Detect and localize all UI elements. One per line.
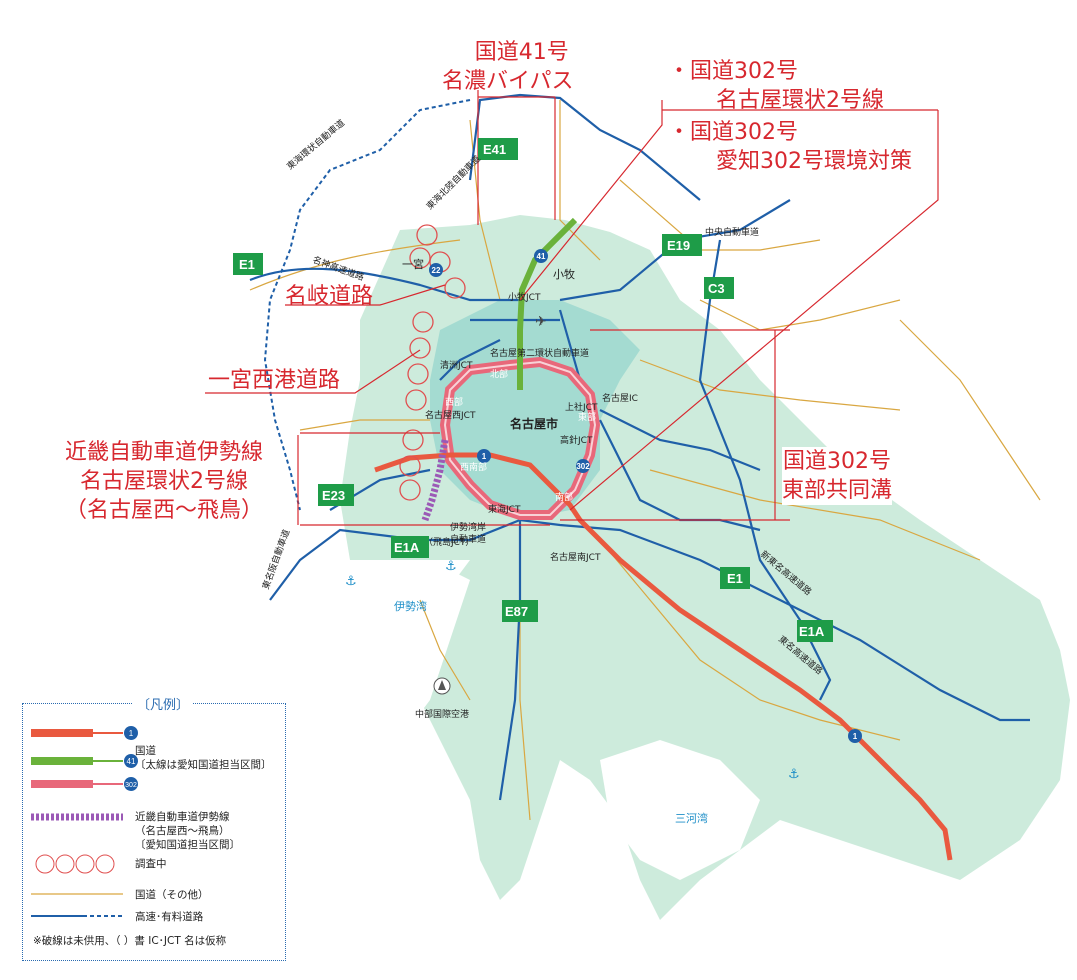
- label-tobishima-jct: （飛島JCT）: [424, 536, 474, 548]
- label-tokai-hokuriku: 東海北陸自動車道: [424, 153, 483, 212]
- callout-meino-line2: 名濃バイパス: [442, 69, 574, 94]
- label-nagoya: 名古屋市: [510, 416, 558, 431]
- label-komaki-jct: 小牧JCT: [508, 291, 541, 303]
- legend-kinki-3: 〔愛知国道担当区間〕: [135, 839, 240, 851]
- shield-r41: 41: [537, 252, 546, 261]
- anchor-icon: ⚓: [788, 767, 800, 782]
- callout-kinki-line2: 名古屋環状2号線: [80, 469, 248, 494]
- shield-e1a-west: E1A: [394, 540, 420, 555]
- shield-r1-east: 1: [853, 732, 858, 741]
- label-kiyosu-jct: 清洲JCT: [440, 359, 473, 371]
- label-nishibu: 西部: [445, 396, 463, 408]
- legend-r1-num: 1: [129, 729, 134, 738]
- airport-plane-icon: ✈: [535, 314, 547, 330]
- label-ichinomiya: 一宮: [402, 257, 424, 271]
- label-nambu: 南部: [555, 491, 573, 503]
- callout-ichinomiya: 一宮西港道路: [208, 366, 340, 395]
- airport-icon: [433, 677, 451, 695]
- legend-kinki-1: 近畿自動車道伊勢線: [135, 811, 230, 823]
- callout-r302b-line1: 国道302号: [668, 118, 912, 147]
- callout-meigi: 名岐道路: [285, 282, 373, 311]
- anchor-icon: ⚓: [345, 574, 357, 589]
- callout-tobu-line2: 東部共同溝: [782, 478, 893, 503]
- label-airport: 中部国際空港: [415, 708, 469, 720]
- legend-r41-num: 41: [127, 757, 136, 766]
- route302-ring-core: [443, 360, 597, 516]
- callout-tobu-line1: 国道302号: [783, 449, 891, 474]
- anchor-icon: ⚓: [445, 559, 457, 574]
- legend-r302-num: 302: [125, 782, 137, 789]
- label-meito-ic: 名古屋IC: [602, 392, 638, 404]
- label-higashimeihan: 東名阪自動車道: [260, 528, 293, 591]
- callout-r302b: 国道302号 愛知302号環境対策: [668, 118, 912, 176]
- callout-kinki-line3: （名古屋西～飛鳥）: [65, 498, 264, 523]
- shield-r22: 22: [432, 266, 441, 275]
- label-kamiyashiro-jct: 上社JCT: [565, 401, 598, 413]
- callout-ichinomiya-text: 一宮西港道路: [208, 368, 341, 393]
- national-route-shields: 22 41 1 302 1: [429, 249, 862, 743]
- mikawa-bay: [600, 740, 760, 880]
- callout-meino: 国道41号 名濃バイパス: [442, 38, 574, 96]
- label-tokai-kanjo: 東海環状自動車道: [284, 117, 347, 172]
- legend-national-road: 国道: [135, 745, 156, 757]
- survey-circles: [399, 224, 466, 501]
- ise-bay: [300, 560, 470, 740]
- callout-r302a-line2: 名古屋環状2号線: [716, 88, 884, 113]
- callout-kinki: 近畿自動車道伊勢線 名古屋環状2号線 （名古屋西～飛鳥）: [65, 438, 263, 525]
- label-tokai-jct: 東海JCT: [488, 503, 521, 515]
- place-labels: 一宮 小牧 名古屋市 伊勢湾 三河湾 中部国際空港 清洲JCT 上社JCT 名古…: [394, 257, 708, 825]
- label-chuo: 中央自動車道: [705, 226, 759, 238]
- label-seibu-r: 西南部: [460, 461, 487, 473]
- route-shields: E41 E19 E1 C3 E23 E1A E87 E1 E1A: [233, 138, 833, 642]
- kinki-ise-line: [421, 439, 449, 522]
- label-takabari-jct: 高針JCT: [560, 434, 593, 446]
- callout-meino-line1: 国道41号: [474, 40, 569, 65]
- expressway-planned: [263, 99, 471, 511]
- callout-r302b-line2: 愛知302号環境対策: [716, 149, 912, 174]
- label-komaki: 小牧: [553, 267, 575, 281]
- legend-title: 〔凡例〕: [133, 694, 194, 713]
- callout-kinki-line1: 近畿自動車道伊勢線: [65, 440, 264, 465]
- legend-survey: 調査中: [135, 858, 167, 870]
- legend-symbols: 1 41 302: [31, 726, 138, 917]
- label-kitabu: 北部: [490, 368, 508, 380]
- label-tobu: 東部: [578, 411, 596, 423]
- shield-c3: C3: [708, 281, 725, 296]
- expressways: [249, 93, 1030, 801]
- shield-e23: E23: [322, 488, 345, 503]
- shield-e41: E41: [483, 142, 506, 157]
- shield-e19: E19: [667, 238, 690, 253]
- legend-note: ※破線は未供用、（ ）書 IC･JCT 名は仮称: [33, 935, 227, 947]
- shield-r1: 1: [482, 452, 487, 461]
- callout-meigi-text: 名岐道路: [285, 284, 374, 309]
- callout-r302a-line1: 国道302号: [668, 57, 884, 86]
- legend-expressway: 高速･有料道路: [135, 911, 204, 923]
- callout-tobu: 国道302号 東部共同溝: [782, 447, 893, 505]
- shield-e87: E87: [505, 604, 528, 619]
- route41-line: [517, 217, 578, 390]
- label-isewan: 伊勢湾: [394, 599, 427, 613]
- label-mikawawan: 三河湾: [675, 811, 708, 825]
- shield-e1-west: E1: [239, 257, 255, 272]
- label-isewangan-1: 伊勢湾岸: [450, 521, 486, 533]
- callout-leaders: [205, 90, 939, 526]
- shield-r302: 302: [576, 462, 590, 471]
- label-meinidai: 名古屋第二環状自動車道: [490, 347, 589, 359]
- route1-line: [374, 452, 953, 861]
- legend-box: 〔凡例〕 1 41 302 国道 〔太線は愛知国道担当区間〕 近畿自動車道伊勢線…: [22, 694, 286, 961]
- legend-other-national: 国道（その他）: [135, 889, 209, 901]
- legend-national-road-note: 〔太線は愛知国道担当区間〕: [135, 759, 272, 771]
- shield-e1-east: E1: [727, 571, 743, 586]
- label-isewangan-2: 自動車道: [450, 533, 486, 545]
- shield-e1a-east: E1A: [799, 624, 825, 639]
- callout-r302a: 国道302号 名古屋環状2号線: [668, 57, 884, 115]
- legend-kinki-2: （名古屋西～飛鳥）: [135, 825, 230, 837]
- label-nagoya-minami-jct: 名古屋南JCT: [550, 551, 601, 563]
- label-nagoya-nishi-jct: 名古屋西JCT: [425, 409, 476, 421]
